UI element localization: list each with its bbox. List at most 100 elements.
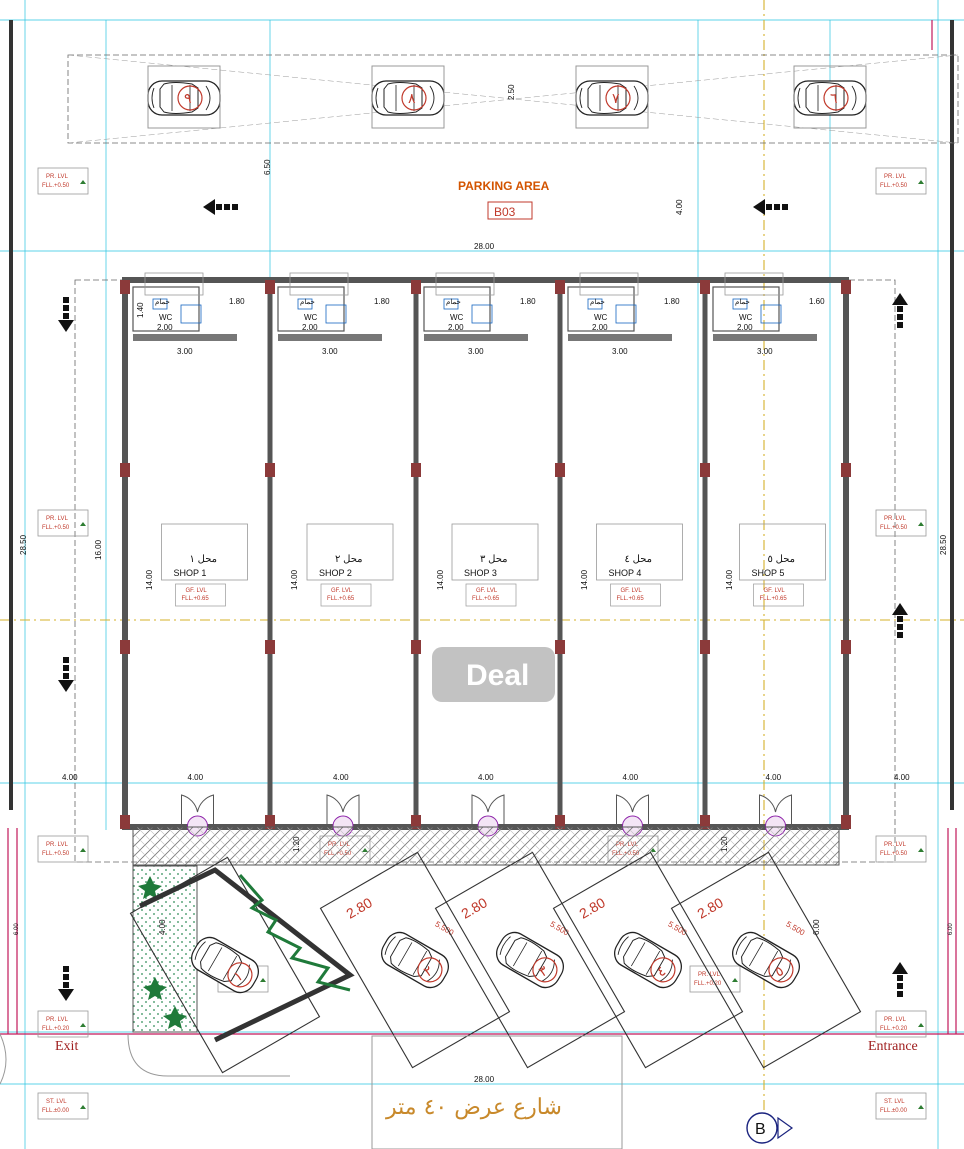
level-label: PR. LVL	[884, 1017, 907, 1023]
street: 28.00 شارع عرض ٤٠ متر	[371, 1035, 623, 1149]
landscape-dim: 4.00	[158, 919, 167, 935]
column	[555, 280, 565, 294]
level-label: PR. LVL	[46, 842, 69, 848]
column	[700, 640, 710, 654]
shop-width-dim: 4.00	[188, 773, 204, 782]
shop-arabic-name: محل ١	[190, 554, 218, 565]
overall-width-dim: 28.00	[474, 242, 495, 251]
wc-side-dim: 1.80	[229, 297, 245, 306]
column	[265, 463, 275, 477]
column	[841, 280, 851, 294]
level-value: FLL.+0.50	[880, 851, 908, 857]
parking-area-code: B03	[494, 205, 516, 219]
stall-length-dim: 5.500	[666, 920, 688, 938]
shop-depth-dim: 14.00	[580, 569, 589, 590]
stall-length-dim: 5.500	[548, 920, 570, 938]
column	[411, 815, 421, 829]
top-dim: 3.00	[612, 347, 628, 356]
column	[265, 815, 275, 829]
toilet-icon	[443, 298, 459, 310]
sidewalk-dim-left: 1.20	[292, 836, 301, 852]
level-value: FLL.+0.50	[42, 525, 70, 531]
toilet-arabic-label: حمام	[590, 298, 605, 306]
overall-depth-right: 28.50	[939, 534, 948, 555]
aisle-dim: 4.00	[675, 199, 684, 215]
overall-depth-left: 28.50	[19, 534, 28, 555]
wc-label: WC	[159, 313, 173, 322]
street-label: شارع عرض ٤٠ متر	[385, 1095, 562, 1120]
wc-label: WC	[304, 313, 318, 322]
angled-parking-stall: ١	[129, 856, 321, 1074]
level-label: ST. LVL	[884, 1099, 905, 1105]
stall-height-dim: 2.50	[507, 84, 516, 100]
top-dim: 3.00	[322, 347, 338, 356]
stall-width-dim: 2.80	[458, 894, 490, 922]
car-icon	[608, 926, 688, 994]
column	[411, 280, 421, 294]
watermark-text: Deal	[466, 659, 529, 692]
toilet-arabic-label: حمام	[300, 298, 315, 306]
column	[411, 640, 421, 654]
shop-arabic-name: محل ٥	[768, 554, 796, 565]
wc-side-dim: 1.60	[809, 297, 825, 306]
parking-number: ٩	[184, 90, 192, 106]
planter-zigzag	[238, 874, 351, 992]
arrow-up-icon	[892, 962, 908, 997]
outer-walls	[9, 20, 954, 810]
wc-depth-dim: 1.40	[136, 302, 145, 318]
grid-tag: B	[746, 1112, 794, 1144]
sidewalk-dim-right: 1.20	[720, 836, 729, 852]
toilet-icon	[732, 298, 748, 310]
gf-level-label: GF. LVL	[186, 588, 208, 594]
shop-name: SHOP 2	[319, 568, 352, 578]
stall-width-dim: 2.80	[576, 894, 608, 922]
sink-icon	[760, 304, 782, 324]
landscape-depth-dim: 6.00	[14, 923, 20, 935]
parked-car: ٨	[371, 65, 445, 129]
gf-level-label: GF. LVL	[331, 588, 353, 594]
arrow-down-icon	[58, 297, 74, 332]
level-label: PR. LVL	[884, 842, 907, 848]
parking-number: ٨	[408, 90, 416, 106]
gf-level-value: FLL.+0.65	[327, 596, 355, 602]
shop-arabic-name: محل ٣	[480, 554, 508, 565]
level-label: PR. LVL	[698, 972, 721, 978]
shop-width-dim: 4.00	[766, 773, 782, 782]
upper-depth-dim: 6.50	[263, 159, 272, 175]
sink-icon	[325, 304, 347, 324]
wc-label: WC	[739, 313, 753, 322]
shop-depth-dim: 14.00	[145, 569, 154, 590]
axis-lines	[0, 0, 964, 1110]
car-icon	[726, 926, 806, 994]
column	[411, 463, 421, 477]
column	[265, 640, 275, 654]
shop-depth-dim: 14.00	[290, 569, 299, 590]
wc-width-dim: 2.00	[592, 323, 608, 332]
column	[120, 815, 130, 829]
toilet-arabic-label: حمام	[446, 298, 461, 306]
arrow-left-icon	[203, 199, 238, 215]
tree-icon	[138, 876, 187, 1029]
gf-level-tag: GF. LVL FLL.+0.65	[610, 583, 661, 607]
gf-level-value: FLL.+0.65	[617, 596, 645, 602]
gf-level-label: GF. LVL	[621, 588, 643, 594]
shop-arabic-name: محل ٤	[625, 554, 653, 565]
car-icon	[185, 931, 265, 999]
level-label: PR. LVL	[884, 174, 907, 180]
exit-label: Exit	[55, 1039, 78, 1054]
landscape-depth-dim-right: 6.00	[948, 923, 954, 935]
level-value: FLL.+0.50	[880, 525, 908, 531]
column	[841, 815, 851, 829]
arrow-left-icon	[753, 199, 788, 215]
parking-area-title: PARKING AREA	[458, 179, 550, 193]
toilet-icon	[587, 298, 603, 310]
column	[265, 280, 275, 294]
column	[555, 815, 565, 829]
